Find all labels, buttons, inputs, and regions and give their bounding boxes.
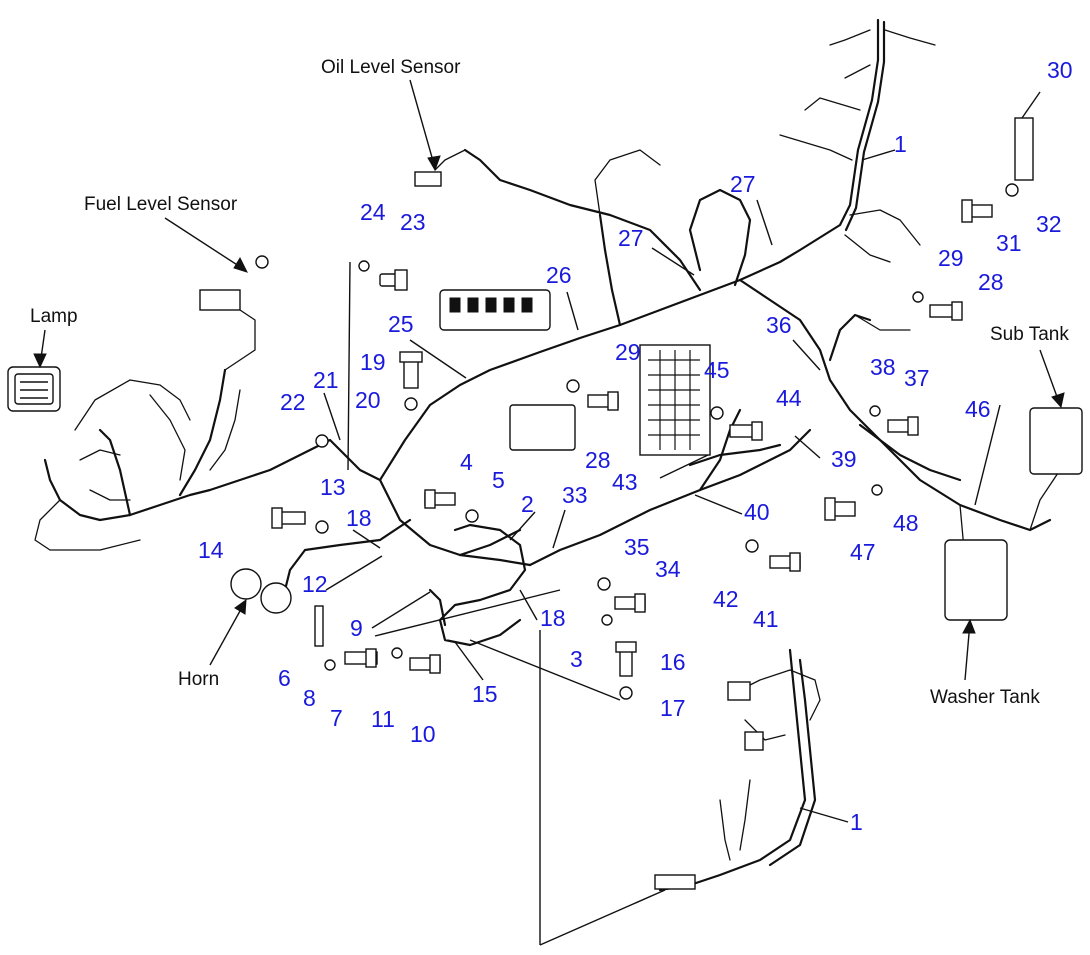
part-number: 48 — [893, 510, 919, 536]
part-number: 26 — [546, 262, 572, 288]
part-number: 35 — [624, 534, 650, 560]
part-number: 5 — [492, 467, 505, 493]
part-number: 34 — [655, 556, 681, 582]
part-number: 29 — [938, 245, 964, 271]
label-horn: Horn — [178, 669, 219, 690]
part-number: 47 — [850, 539, 876, 565]
part-number: 8 — [303, 685, 316, 711]
part-number: 9 — [350, 615, 363, 641]
oil-sensor-connector — [414, 171, 442, 187]
part-number: 46 — [965, 396, 991, 422]
part-number: 28 — [978, 269, 1004, 295]
controller-box — [509, 404, 576, 451]
part-number: 41 — [753, 606, 779, 632]
fasteners — [271, 183, 1019, 700]
part-number: 19 — [360, 349, 386, 375]
part-number: 7 — [330, 705, 343, 731]
part-number: 2 — [521, 491, 534, 517]
part-number: 44 — [776, 385, 802, 411]
part-number: 14 — [198, 537, 224, 563]
part-number: 36 — [766, 312, 792, 338]
part-number: 30 — [1047, 57, 1073, 83]
part-number: 42 — [713, 586, 739, 612]
part-number: 39 — [831, 446, 857, 472]
part-number: 18 — [540, 605, 566, 631]
part-number: 24 — [360, 199, 386, 225]
part-number: 16 — [660, 649, 686, 675]
part-number: 4 — [460, 449, 473, 475]
part-number: 11 — [371, 706, 395, 732]
part-number: 13 — [320, 474, 346, 500]
part-number: 23 — [400, 209, 426, 235]
text-labels: Oil Level Sensor Fuel Level Sensor Lamp … — [30, 57, 1069, 708]
part-number: 37 — [904, 365, 930, 391]
label-sub-tank: Sub Tank — [990, 324, 1069, 345]
components — [7, 117, 1083, 890]
part-number: 31 — [996, 230, 1022, 256]
horn-2 — [260, 582, 292, 614]
main-harness — [34, 18, 1071, 892]
part-number: 10 — [410, 721, 436, 747]
part-number: 21 — [313, 367, 339, 393]
horn-1 — [230, 568, 262, 600]
part-number: 29 — [615, 339, 641, 365]
label-lamp: Lamp — [30, 306, 78, 327]
part-number: 15 — [472, 681, 498, 707]
part-number: 1 — [850, 809, 863, 835]
part-number: 38 — [870, 354, 896, 380]
bottom-connector — [727, 681, 751, 701]
part-number: 32 — [1036, 211, 1062, 237]
part-number: 18 — [346, 505, 372, 531]
part-number: 20 — [355, 387, 381, 413]
part-number: 27 — [730, 171, 756, 197]
label-washer-tank: Washer Tank — [930, 687, 1040, 708]
label-fuel-level-sensor: Fuel Level Sensor — [84, 194, 238, 215]
washer-tank — [944, 539, 1008, 621]
part-number: 33 — [562, 482, 588, 508]
sub-tank — [1029, 407, 1083, 475]
part-number: 27 — [618, 225, 644, 251]
label-oil-level-sensor: Oil Level Sensor — [321, 57, 461, 78]
bolt — [379, 269, 408, 291]
part-numbers: 1 1 2 3 4 5 6 7 8 9 10 11 12 13 14 15 16… — [198, 57, 1073, 835]
part-number: 45 — [704, 357, 730, 383]
part-number: 3 — [570, 646, 583, 672]
part-number: 25 — [388, 311, 414, 337]
part-number: 43 — [612, 469, 638, 495]
part-number: 40 — [744, 499, 770, 525]
leader-lines — [33, 79, 1065, 946]
bracket-30 — [1014, 117, 1034, 181]
part-number: 28 — [585, 447, 611, 473]
part-number: 17 — [660, 695, 686, 721]
part-number: 12 — [302, 571, 328, 597]
part-number: 6 — [278, 665, 291, 691]
part-number: 1 — [894, 131, 907, 157]
part-number: 22 — [280, 389, 306, 415]
fuel-sensor-connector — [199, 289, 241, 311]
